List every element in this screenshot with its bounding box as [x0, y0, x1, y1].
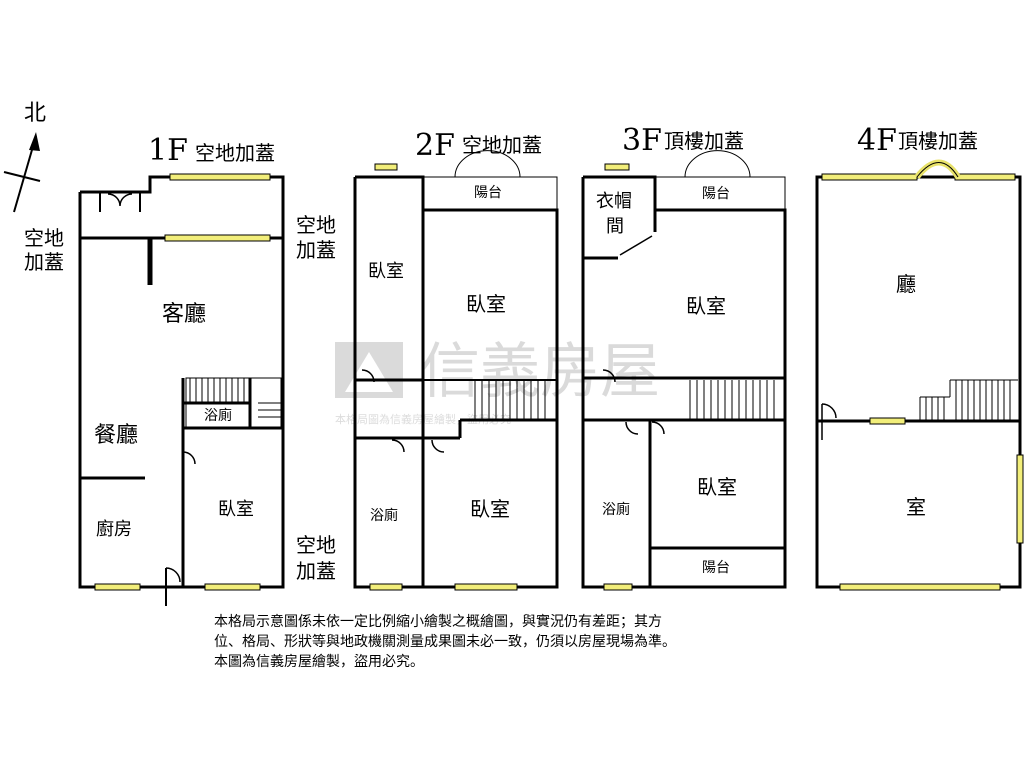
- windows-1f: [94, 173, 271, 591]
- stairs-3f: [689, 380, 775, 420]
- watermark: 信義房屋 本格局圖為信義房屋繪製，盜用必究: [335, 337, 660, 426]
- stairs-4f: [919, 379, 1018, 421]
- room-closet-3f-line2: 間: [606, 216, 624, 237]
- disclaimer: 本格局示意圖係未依一定比例縮小繪製之概繪圖，與實況仍有差距；其方 位、格局、形狀…: [214, 612, 824, 672]
- floor-note-2f: 空地加蓋: [462, 133, 542, 157]
- room-bedroom-small-2f: 臥室: [368, 261, 404, 282]
- side-note-2f-line2: 加蓋: [296, 238, 336, 262]
- room-bedroom-1f: 臥室: [218, 499, 254, 520]
- room-living-1f: 客廳: [162, 302, 206, 327]
- floor-note-4f: 頂樓加蓋: [898, 129, 978, 153]
- windows-2f: [369, 163, 518, 591]
- room-bath-2f: 浴廁: [370, 507, 398, 524]
- side-note-2f-line1: 空地: [296, 213, 336, 237]
- floor-note-1f: 空地加蓋: [195, 141, 275, 165]
- room-bedroom-front-2f: 臥室: [470, 497, 510, 521]
- floor-label-4f: 4F: [857, 123, 897, 158]
- floor-3f: [581, 175, 787, 589]
- room-bedroom-main-2f: 臥室: [466, 292, 506, 316]
- room-closet-3f-line1: 衣帽: [596, 191, 632, 212]
- room-dining-1f: 餐廳: [94, 423, 138, 448]
- north-compass: 北: [3, 101, 46, 213]
- balcony-arc-2f: [454, 150, 521, 178]
- balcony-arc-3f: [684, 150, 751, 178]
- floor-4f: [815, 175, 1022, 589]
- compass-label: 北: [24, 101, 46, 126]
- side-note-2f-bottom-line1: 空地: [296, 533, 336, 557]
- room-hall-4f: 廳: [896, 272, 916, 296]
- side-note-1f-line2: 加蓋: [24, 250, 64, 274]
- stairs-2f: [474, 380, 546, 420]
- floor-2f: [353, 175, 559, 589]
- watermark-brand: 信義房屋: [420, 337, 660, 407]
- floor-note-3f: 頂樓加蓋: [664, 129, 744, 153]
- room-balcony-2f: 陽台: [474, 185, 502, 201]
- disclaimer-line-2: 位、格局、形狀等與地政機關測量成果圖未必一致，仍須以房屋現場為準。: [214, 634, 676, 650]
- floor-label-1f: 1F: [148, 133, 188, 168]
- floor-label-3f: 3F: [622, 123, 662, 158]
- side-note-1f-line1: 空地: [24, 226, 64, 250]
- room-bedroom-main-3f: 臥室: [686, 294, 726, 318]
- windows-3f: [603, 163, 633, 591]
- room-bath-3f: 浴廁: [602, 501, 630, 518]
- side-note-2f-bottom-line2: 加蓋: [296, 559, 336, 583]
- disclaimer-line-1: 本格局示意圖係未依一定比例縮小繪製之概繪圖，與實況仍有差距；其方: [214, 614, 662, 630]
- room-balcony-rear-3f: 陽台: [702, 186, 730, 202]
- disclaimer-line-3: 本圖為信義房屋繪製，盜用必究。: [214, 654, 424, 670]
- room-kitchen-1f: 廚房: [96, 518, 132, 540]
- stairs-1f: [185, 377, 282, 429]
- windows-4f: [821, 173, 1024, 591]
- room-bedroom-front-3f: 臥室: [697, 475, 737, 499]
- room-room-4f: 室: [906, 495, 926, 519]
- room-balcony-front-3f: 陽台: [702, 560, 730, 576]
- floor-label-2f: 2F: [415, 128, 455, 163]
- room-toilet-1f: 浴廁: [204, 407, 232, 424]
- north-arrow-icon: [29, 132, 40, 151]
